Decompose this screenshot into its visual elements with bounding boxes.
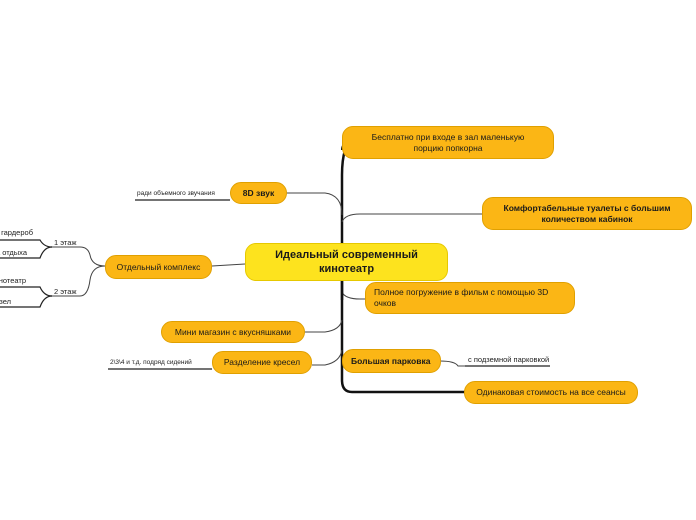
topic-8d-sound[interactable]: 8D звук (230, 182, 287, 204)
central-topic[interactable]: Идеальный современный кинотеатр (245, 243, 448, 281)
subtopic-floor-1[interactable]: 1 этаж (54, 238, 77, 247)
subtopic-parking-underground[interactable]: с подземной парковкой (468, 355, 550, 364)
subtopic-seat-groups[interactable]: 2\3\4 и т.д. подряд сидений (110, 359, 192, 366)
leaf-cinema[interactable]: кинотеатр (0, 276, 26, 285)
topic-price[interactable]: Одинаковая стоимость на все сеансы (464, 381, 638, 404)
topic-popcorn[interactable]: Бесплатно при входе в зал маленькую порц… (342, 126, 554, 159)
topic-popcorn-label: Бесплатно при входе в зал маленькую порц… (371, 131, 525, 153)
topic-separate-complex-label: Отдельный комплекс (116, 261, 201, 272)
subtopic-floor-2[interactable]: 2 этаж (54, 287, 77, 296)
topic-parking-label: Большая парковка (351, 355, 431, 366)
topic-mini-shop[interactable]: Мини магазин с вкусняшками (161, 321, 305, 343)
topic-separate-complex[interactable]: Отдельный комплекс (105, 255, 212, 279)
topic-seat-separation-label: Разделение кресел (223, 357, 301, 367)
central-topic-label: Идеальный современный кинотеатр (275, 249, 418, 275)
topic-seat-separation[interactable]: Разделение кресел (212, 351, 312, 374)
topic-parking[interactable]: Большая парковка (342, 349, 441, 373)
topic-immersion[interactable]: Полное погружение в фильм с помощью 3D о… (365, 282, 575, 314)
leaf-restroom[interactable]: санузел (0, 297, 11, 306)
topic-8d-sound-label: 8D звук (242, 187, 275, 198)
topic-price-label: Одинаковая стоимость на все сеансы (476, 387, 626, 397)
topic-toilets-label: Комфортабельные туалеты с большим количе… (503, 202, 671, 224)
leaf-wardrobe[interactable]: гардероб (1, 228, 33, 237)
topic-immersion-label: Полное погружение в фильм с помощью 3D о… (374, 287, 549, 308)
topic-mini-shop-label: Мини магазин с вкусняшками (174, 326, 292, 337)
subtopic-volume-sound[interactable]: ради объемного звучания (137, 190, 215, 197)
topic-toilets[interactable]: Комфортабельные туалеты с большим количе… (482, 197, 692, 230)
leaf-rest-zone[interactable]: зона отдыха (0, 248, 27, 257)
